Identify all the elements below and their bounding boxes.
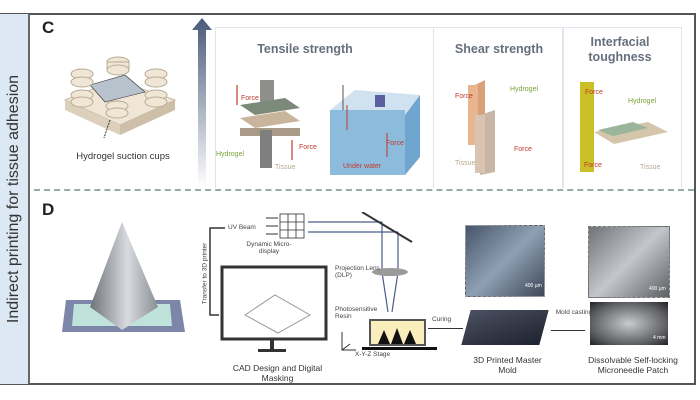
microneedle-illustration [62,222,185,332]
patch-image [590,302,668,345]
curing-arrow-icon [428,328,463,329]
interfacial-illustration [580,82,668,172]
panel-divider [34,189,694,191]
shear-force-label-top: Force [455,93,473,100]
underwater-label: Under water [343,163,382,170]
micro-display-label: Dynamic Micro-display [246,241,292,255]
stage-label: X-Y-Z Stage [355,351,391,358]
tensile-dry-illustration [236,80,300,168]
mold-casting-label: Mold casting [555,309,593,316]
interfacial-tissue-label: Tissue [640,164,661,171]
interfacial-force-label-bottom: Force [584,162,602,169]
patch-caption: Dissolvable Self-locking Microneedle Pat… [588,355,678,375]
transfer-bracket [209,227,225,316]
master-mold-sem-image [465,225,545,297]
shear-tissue-label: Tissue [455,160,476,167]
master-mold-image [461,310,549,345]
curing-label: Curing [432,316,452,323]
resin-label: Photosensitive Resin [335,306,378,320]
cad-monitor [220,265,328,352]
figure-frame [0,13,696,385]
increasing-arrow-icon [192,18,212,188]
suction-cups-caption: Hydrogel suction cups [76,151,170,162]
patch-sem-image [588,226,670,298]
shear-panel [433,27,563,188]
uv-beam-label: UV Beam [228,224,256,231]
mold-casting-arrow-icon [551,330,585,331]
resin-vat [341,319,437,351]
interfacial-panel [563,27,682,188]
interfacial-force-label-top: Force [585,89,603,96]
tensile-underwater-illustration [330,85,420,175]
tensile-force-label-top: Force [241,95,259,102]
panel-d-letter: D [42,200,55,219]
tensile-hydrogel-label: Hydrogel [216,151,245,158]
tensile-title: Tensile strength [257,42,353,56]
sidebar [0,14,30,384]
optics-diagram [266,212,413,313]
shear-title: Shear strength [454,42,544,56]
shear-hydrogel-label: Hydrogel [510,86,539,93]
patch-sem-scale: 400 µm [649,286,666,292]
master-mold-scale: 400 µm [525,283,542,289]
patch-scale: 4 mm [653,335,666,341]
tensile-force-label-bottom: Force [299,144,317,151]
tensile-tissue-label: Tissue [275,164,296,171]
suction-cups-illustration [63,56,177,139]
master-mold-caption: 3D Printed Master Mold [473,355,542,375]
projection-lens-label: Projection Lens (DLP) [335,265,380,279]
cad-caption: CAD Design and Digital Masking [232,363,323,383]
shear-illustration [468,80,495,175]
sidebar-label: Indirect printing for tissue adhesion [5,74,22,324]
interfacial-title: Interfacial toughness [588,35,652,64]
panel-c-letter: C [42,18,55,37]
shear-force-label-bottom: Force [514,146,532,153]
interfacial-hydrogel-label: Hydrogel [628,98,657,105]
underwater-force-label: Force [386,140,404,147]
